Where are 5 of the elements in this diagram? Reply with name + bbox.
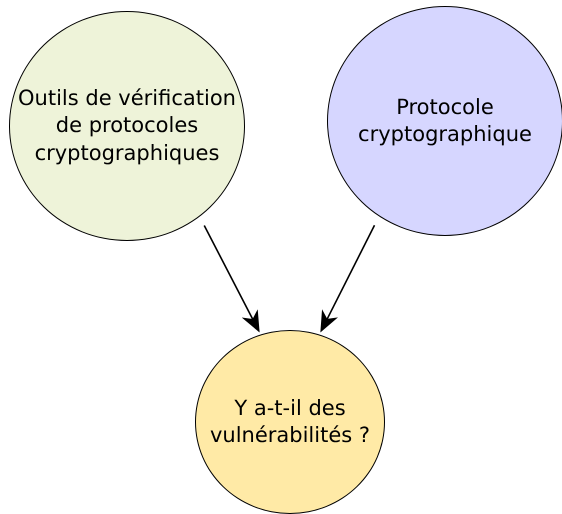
circle-label: Protocole cryptographique bbox=[357, 94, 533, 148]
circle-label: Outils de vérification de protocoles cryptographiques bbox=[17, 85, 237, 167]
arrow bbox=[320, 224, 376, 333]
circle-label: Y a-t-il des vulnérabilités ? bbox=[208, 394, 372, 449]
arrow bbox=[204, 225, 260, 333]
